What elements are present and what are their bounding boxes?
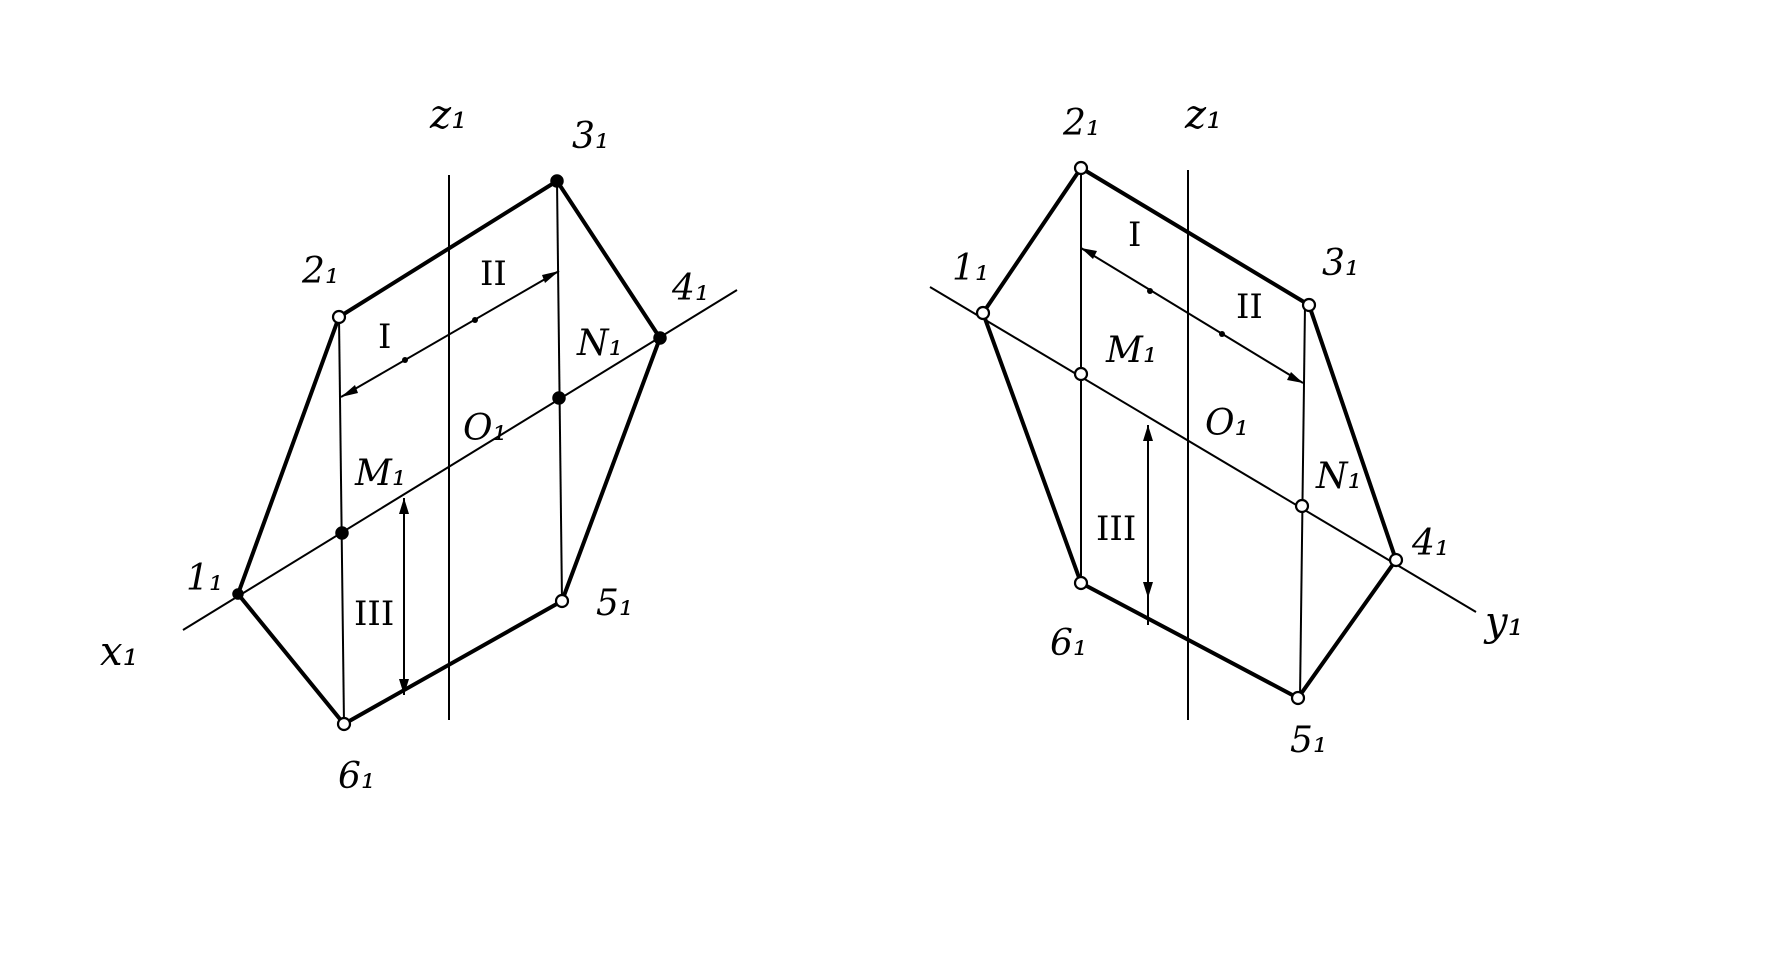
right-point-m xyxy=(1073,366,1089,382)
left-point-n-label: N₁ xyxy=(576,323,623,364)
right-section-dot-2 xyxy=(1219,331,1225,337)
left-dimension-arrow-down xyxy=(399,679,409,695)
left-vertex-6-label: 6₁ xyxy=(338,756,375,797)
left-vertex-3 xyxy=(550,174,564,188)
right-section-dot-1 xyxy=(1147,288,1153,294)
left-vertex-6 xyxy=(336,716,352,732)
left-edge-3-5 xyxy=(556,180,563,602)
right-vertex-2 xyxy=(1073,160,1089,176)
left-edge-2-6 xyxy=(338,316,345,725)
left-mark-1: I xyxy=(378,317,391,357)
right-arrow-head-left xyxy=(1081,248,1097,259)
left-vertex-2-label: 2₁ xyxy=(301,251,339,292)
left-axis-z-label: z₁ xyxy=(429,92,467,138)
right-axis-z-label: z₁ xyxy=(1184,92,1222,138)
right-mark-3: III xyxy=(1096,509,1136,549)
right-vertex-6 xyxy=(1073,575,1089,591)
left-section-line xyxy=(340,270,560,398)
left-mark-2: II xyxy=(480,254,507,294)
left-x-axis xyxy=(182,289,738,631)
left-section-dot-1 xyxy=(402,357,408,363)
left-vertex-4 xyxy=(653,331,667,345)
right-vertex-4 xyxy=(1388,552,1404,568)
right-projection: y₁ z₁ 1₁ 2₁ 3₁ 4₁ 5₁ 6₁ M₁ N₁ O₁ I II II… xyxy=(929,92,1524,761)
right-vertex-3 xyxy=(1301,297,1317,313)
right-point-o-label: O₁ xyxy=(1205,403,1249,444)
right-vertex-5 xyxy=(1290,690,1306,706)
right-point-n-label: N₁ xyxy=(1315,456,1362,497)
left-point-m-label: M₁ xyxy=(354,453,406,494)
left-section-dot-2 xyxy=(472,317,478,323)
left-vertex-1-label: 1₁ xyxy=(186,558,223,599)
right-axis-y-label: y₁ xyxy=(1483,599,1524,645)
left-arrow-head-left xyxy=(341,385,358,397)
right-vertex-5-label: 5₁ xyxy=(1290,720,1327,761)
left-vertex-5-label: 5₁ xyxy=(596,583,633,624)
right-section-line xyxy=(1080,247,1304,384)
left-vertex-4-label: 4₁ xyxy=(671,268,709,309)
right-point-m-label: M₁ xyxy=(1105,330,1157,371)
left-vertex-2 xyxy=(331,309,347,325)
left-vertex-3-label: 3₁ xyxy=(572,116,609,157)
right-dimension-arrow-down xyxy=(1143,582,1153,598)
right-vertex-1-label: 1₁ xyxy=(952,248,989,289)
left-vertex-1 xyxy=(232,588,244,600)
left-point-m xyxy=(335,526,349,540)
left-dimension-arrow-up xyxy=(399,498,409,514)
right-vertex-4-label: 4₁ xyxy=(1411,523,1449,564)
left-point-o-label: O₁ xyxy=(463,408,507,449)
right-vertex-2-label: 2₁ xyxy=(1062,103,1100,144)
left-point-n xyxy=(552,391,566,405)
right-vertex-3-label: 3₁ xyxy=(1322,243,1359,284)
right-mark-2: II xyxy=(1236,287,1263,327)
right-mark-1: I xyxy=(1128,215,1141,255)
left-arrow-head-right xyxy=(542,271,559,283)
right-point-n xyxy=(1294,498,1310,514)
left-vertex-5 xyxy=(554,593,570,609)
right-dimension-arrow-up xyxy=(1143,425,1153,441)
left-projection: x₁ z₁ 1₁ 2₁ 3₁ 4₁ 5₁ 6₁ M₁ N₁ O₁ I II II… xyxy=(100,92,738,797)
left-axis-x-label: x₁ xyxy=(100,629,139,675)
right-y-axis xyxy=(929,286,1477,613)
right-arrow-head-right xyxy=(1287,372,1303,383)
right-vertex-6-label: 6₁ xyxy=(1050,623,1087,664)
right-vertex-1 xyxy=(975,305,991,321)
left-mark-3: III xyxy=(354,594,394,634)
